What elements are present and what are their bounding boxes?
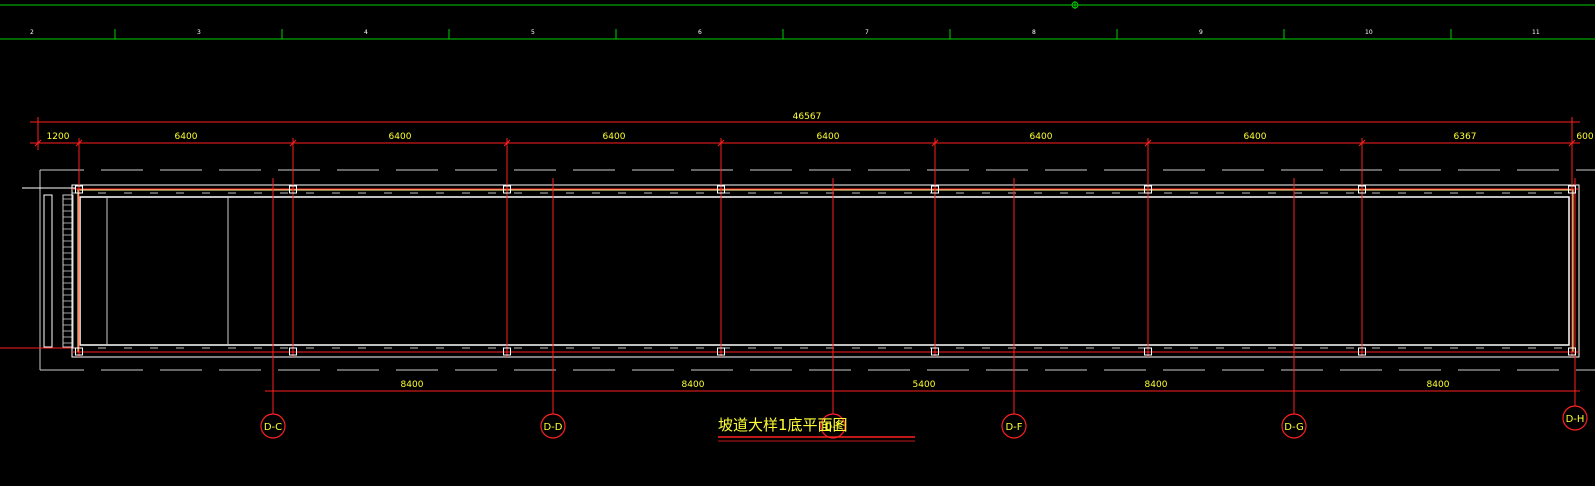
dimension-tick-slash xyxy=(1144,139,1152,147)
column-mark xyxy=(289,185,297,194)
ramp-slab-outline xyxy=(71,184,1580,358)
ruler-number: 2 xyxy=(30,29,34,36)
column-marks xyxy=(75,185,1576,356)
ruler-number: 5 xyxy=(531,29,535,36)
axis-label: D-F xyxy=(1005,422,1022,433)
axis-bubble[interactable]: D-H xyxy=(1562,405,1588,431)
top-dimension-chain: 1200 6400 6400 6400 6400 6400 6400 6367 … xyxy=(30,132,1594,150)
bottom-dimension-chain: 8400 8400 5400 8400 8400 xyxy=(265,380,1580,392)
column-mark xyxy=(931,185,939,194)
axis-label: D-F xyxy=(824,422,841,433)
dimension-tick-slash xyxy=(503,139,511,147)
column-mark xyxy=(717,185,725,194)
axis-label: D-H xyxy=(1566,414,1585,425)
axis-bubble[interactable]: D-D xyxy=(540,413,566,439)
ruler-number: 9 xyxy=(1199,29,1203,36)
dimension-tick-slash xyxy=(1568,139,1576,147)
column-mark xyxy=(1358,185,1366,194)
axis-label: D-C xyxy=(264,422,282,433)
column-mark xyxy=(1144,185,1152,194)
overall-dimension-text: 46567 xyxy=(793,112,822,122)
dimension-tick-slash xyxy=(75,139,83,147)
axis-bubble[interactable]: D-C xyxy=(260,413,286,439)
axis-bubble[interactable]: D-F xyxy=(820,413,846,439)
top-dimension-text: 6400 xyxy=(817,132,840,142)
dimension-tick-slash xyxy=(289,139,297,147)
top-dimension-text: 6400 xyxy=(389,132,412,142)
column-mark xyxy=(717,347,725,356)
axis-bubble[interactable]: D-F xyxy=(1001,413,1027,439)
column-mark xyxy=(75,185,83,194)
ramp-left-end xyxy=(0,169,75,371)
column-mark xyxy=(1358,347,1366,356)
top-dimension-text: 6400 xyxy=(1030,132,1053,142)
bottom-dimension-text: 8400 xyxy=(1145,380,1168,390)
dimension-tick-slash xyxy=(1358,139,1366,147)
ruler-number: 10 xyxy=(1365,29,1373,36)
column-mark xyxy=(1568,185,1576,194)
dimension-tick-slash xyxy=(717,139,725,147)
ruler-number: 7 xyxy=(865,29,869,36)
column-mark xyxy=(931,347,939,356)
ruler-number: 6 xyxy=(698,29,702,36)
axis-bubble[interactable]: D-G xyxy=(1281,413,1307,439)
drawing-title: 坡道大样1底平面图 xyxy=(718,416,848,434)
top-dimension-text: 6400 xyxy=(603,132,626,142)
axis-label: D-D xyxy=(543,422,562,433)
ruler-number: 8 xyxy=(1032,29,1036,36)
hidden-lines xyxy=(42,169,1595,371)
bottom-dimension-text: 5400 xyxy=(913,380,936,390)
overall-dimension: 46567 xyxy=(30,112,1580,142)
column-mark xyxy=(1144,347,1152,356)
top-dimension-text: 1200 xyxy=(47,132,70,142)
column-mark xyxy=(289,347,297,356)
bottom-dimension-text: 8400 xyxy=(401,380,424,390)
ruler-number: 3 xyxy=(197,29,201,36)
axis-label: D-G xyxy=(1284,422,1303,433)
top-ruler: 2 3 4 5 6 7 8 9 10 11 xyxy=(0,1,1595,40)
column-mark xyxy=(1568,347,1576,356)
axis-lines xyxy=(78,150,1576,414)
bottom-dimension-text: 8400 xyxy=(1427,380,1450,390)
dimension-tick-slash xyxy=(931,139,939,147)
dimension-tick-slash xyxy=(34,139,42,147)
top-dimension-text: 6400 xyxy=(1244,132,1267,142)
bottom-dimension-text: 8400 xyxy=(682,380,705,390)
ruler-number: 11 xyxy=(1532,29,1540,36)
top-dimension-text: 6367 xyxy=(1454,132,1477,142)
top-dimension-text: 6400 xyxy=(175,132,198,142)
axis-bubbles: D-C D-D D-F D-F D-G D-H xyxy=(260,405,1588,439)
ruler-number: 4 xyxy=(364,29,368,36)
top-dimension-text: 600 xyxy=(1576,132,1593,142)
column-mark xyxy=(503,185,511,194)
drawing-title-block: 坡道大样1底平面图 xyxy=(718,416,915,442)
column-mark xyxy=(503,347,511,356)
column-mark xyxy=(75,347,83,356)
